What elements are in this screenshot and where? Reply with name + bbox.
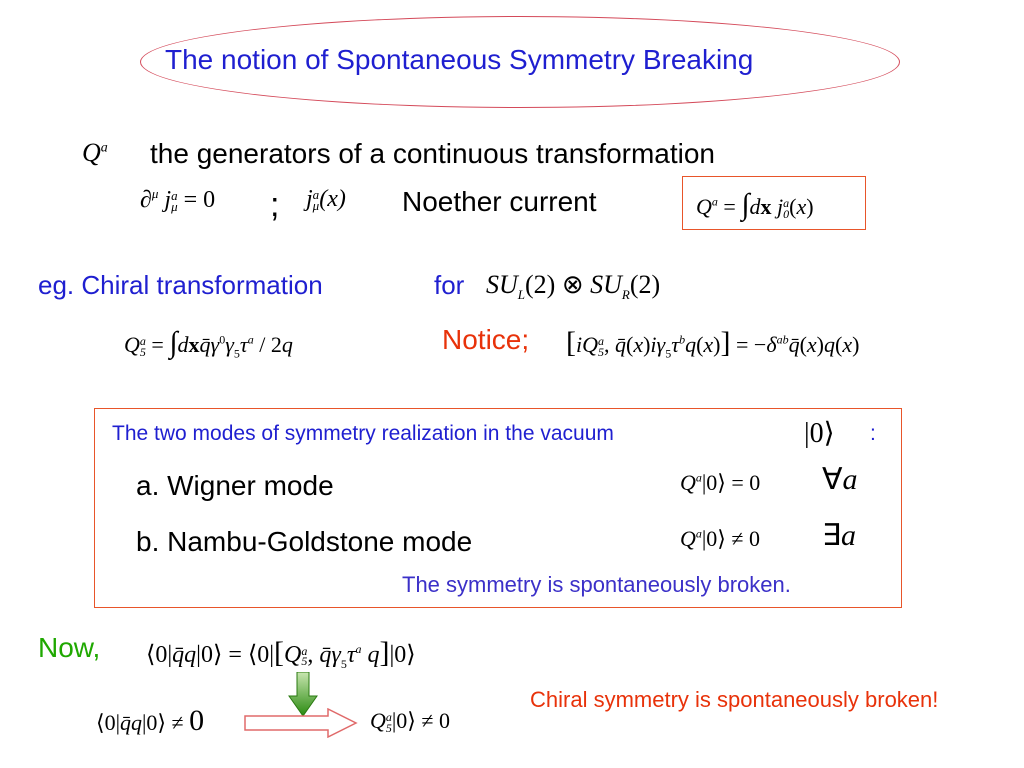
modes-heading: The two modes of symmetry realization in… (112, 422, 614, 445)
wigner-mode-formula: Qa|0⟩ = 0 (680, 470, 761, 495)
vacuum-state: |0⟩ (804, 418, 835, 449)
broken-note: The symmetry is spontaneously broken. (402, 572, 791, 597)
wigner-mode-label: a. Wigner mode (136, 470, 334, 501)
title-oval (140, 16, 900, 108)
generators-text: the generators of a continuous transform… (150, 138, 716, 169)
nambu-goldstone-label: b. Nambu-Goldstone mode (136, 526, 473, 557)
chiral-group: SUL(2) ⊗ SUR(2) (486, 270, 661, 303)
down-arrow-icon (288, 672, 318, 717)
for-label: for (434, 270, 465, 300)
semicolon: ; (270, 186, 280, 224)
for-all-quantifier: ∀a (822, 463, 858, 496)
generator-symbol: Qa (82, 138, 108, 167)
exists-quantifier: ∃a (822, 519, 856, 552)
noether-charge-box (682, 176, 866, 230)
implication-arrow-icon (244, 708, 358, 738)
noether-current-label: Noether current (402, 186, 597, 217)
modes-colon: : (870, 422, 876, 445)
now-label: Now, (38, 632, 101, 663)
condensate-premise: ⟨0|q̄q|0⟩ ≠ 0 (96, 704, 205, 737)
chiral-result: Chiral symmetry is spontaneously broken! (530, 687, 939, 712)
slide-title: The notion of Spontaneous Symmetry Break… (165, 44, 754, 75)
notice-label: Notice; (442, 324, 530, 355)
chiral-label: eg. Chiral transformation (38, 270, 323, 300)
modes-box (94, 408, 902, 608)
nambu-goldstone-formula: Qa|0⟩ ≠ 0 (680, 526, 760, 551)
